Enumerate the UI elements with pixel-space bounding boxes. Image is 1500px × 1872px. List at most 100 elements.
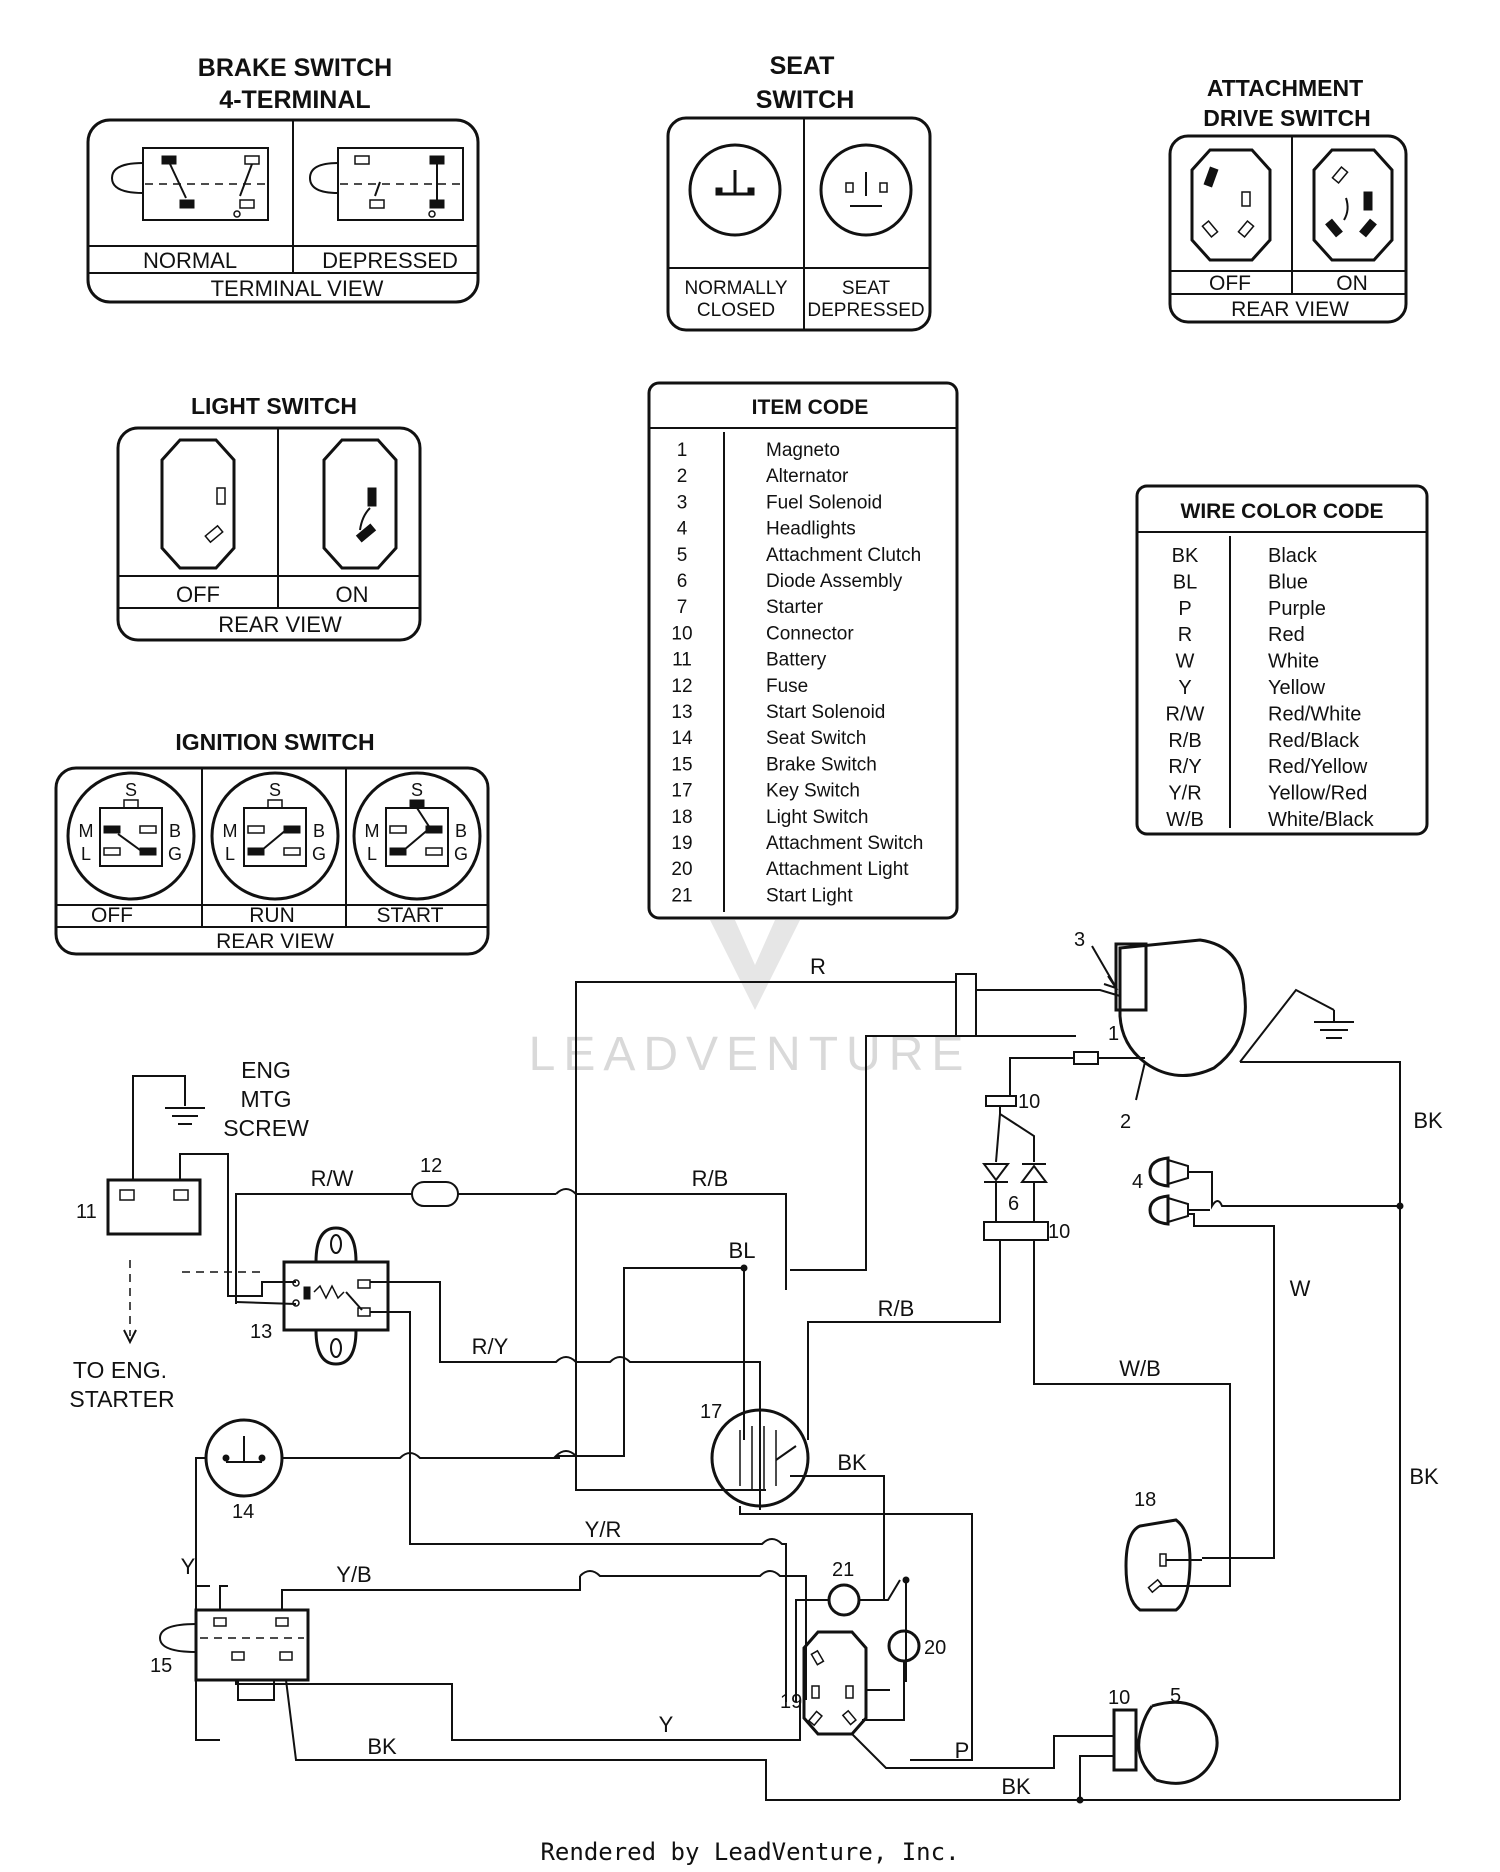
wire-color-code: R/B <box>1168 730 1201 752</box>
seat-switch-title: SEAT <box>770 52 835 80</box>
wire-bl: BL <box>729 1238 756 1263</box>
item-code-number: 12 <box>671 676 692 697</box>
item-code-number: 5 <box>677 545 688 566</box>
item-code-name: Attachment Clutch <box>766 545 921 566</box>
wire-color-name: White/Black <box>1268 809 1375 831</box>
engine-magneto <box>1091 938 1401 1800</box>
light-switch-18 <box>1124 1452 1231 1612</box>
item-code-number: 3 <box>677 492 688 513</box>
item-code-name: Seat Switch <box>766 728 866 749</box>
ign-start-l: L <box>367 844 377 864</box>
wire-color-code: W <box>1176 651 1195 673</box>
wire-color-code: Y <box>1178 677 1191 699</box>
item-code-name: Attachment Switch <box>766 833 923 854</box>
label-14: 14 <box>232 1501 254 1523</box>
wire-color-name: Red/White <box>1268 703 1361 725</box>
item-code-name: Start Light <box>766 885 853 906</box>
attachment-switch-subtitle: DRIVE SWITCH <box>1203 105 1370 131</box>
item-code-number: 6 <box>677 571 688 592</box>
ign-view-label: REAR VIEW <box>216 930 334 953</box>
to-eng-starter-2: STARTER <box>69 1386 174 1412</box>
wire-y-1: Y <box>181 1554 196 1579</box>
wire-rb-2: R/B <box>878 1296 915 1321</box>
attachment-switch-19 <box>802 1630 1112 1769</box>
wire-yr: Y/R <box>585 1517 622 1542</box>
item-code-number: 20 <box>671 859 692 880</box>
brake-switch-subtitle: 4-TERMINAL <box>219 86 370 114</box>
brake-view-label: TERMINAL VIEW <box>211 276 384 301</box>
eng-mtg-screw-2: MTG <box>240 1086 291 1112</box>
label-12: 12 <box>420 1155 442 1177</box>
item-code-name: Battery <box>766 650 827 671</box>
item-code-name: Starter <box>766 597 824 618</box>
item-code-number: 19 <box>671 833 692 854</box>
label-20: 20 <box>924 1637 946 1659</box>
ign-off-g: G <box>168 844 182 864</box>
wire-color-name: Purple <box>1268 598 1326 620</box>
wire-color-name: Red/Yellow <box>1268 756 1368 778</box>
wire-color-code: P <box>1178 598 1191 620</box>
item-code-name: Fuel Solenoid <box>766 492 882 513</box>
wire-color-title: WIRE COLOR CODE <box>1181 500 1384 523</box>
ign-start-g: G <box>454 844 468 864</box>
ign-run-b: B <box>313 821 325 841</box>
item-code-number: 14 <box>671 728 693 749</box>
label-21: 21 <box>832 1559 854 1581</box>
ign-off-b: B <box>169 821 181 841</box>
wire-color-name: Red <box>1268 624 1305 646</box>
item-code-title: ITEM CODE <box>752 396 869 419</box>
ignition-switch-panel: IGNITION SWITCH S M L B G S M L B G <box>54 729 490 956</box>
item-code-number: 4 <box>677 519 688 540</box>
wire-color-code: W/B <box>1166 809 1204 831</box>
brake-depressed-label: DEPRESSED <box>322 248 458 273</box>
label-19: 19 <box>780 1691 802 1713</box>
item-code-number: 15 <box>671 754 692 775</box>
attachment-switch-panel: ATTACHMENT DRIVE SWITCH OFF ON REAR VIEW <box>1168 75 1408 324</box>
item-code-number: 11 <box>672 650 692 671</box>
wire-ry: R/Y <box>472 1334 509 1359</box>
item-code-name: Brake Switch <box>766 754 877 775</box>
item-code-name: Start Solenoid <box>766 702 885 723</box>
battery <box>106 1120 262 1297</box>
wire-color-code: BL <box>1173 571 1197 593</box>
item-code-name: Attachment Light <box>766 859 909 880</box>
light-on-label: ON <box>336 582 369 607</box>
wire-color-code: BK <box>1172 545 1199 567</box>
label-11: 11 <box>76 1201 97 1223</box>
ign-run-l: L <box>225 844 235 864</box>
wire-bk-1: BK <box>1413 1108 1443 1133</box>
headlights <box>1148 1156 1404 1559</box>
ign-start-s: S <box>411 780 423 800</box>
item-code-name: Fuse <box>766 676 808 697</box>
ign-off-label: OFF <box>91 904 133 927</box>
wire-color-code: R/W <box>1166 703 1205 725</box>
ign-off-m: M <box>79 821 94 841</box>
item-code-name: Headlights <box>766 519 856 540</box>
wire-color-name: Blue <box>1268 571 1308 593</box>
wire-bk-2: BK <box>1409 1464 1439 1489</box>
wire-color-name: White <box>1268 651 1319 673</box>
label-10c: 10 <box>1108 1687 1130 1709</box>
wire-color-code: Y/R <box>1168 783 1201 805</box>
wire-rw: R/W <box>311 1166 354 1191</box>
eng-mtg-screw-3: SCREW <box>223 1115 309 1141</box>
wire-color-name: Red/Black <box>1268 730 1360 752</box>
label-4: 4 <box>1132 1171 1143 1193</box>
item-code-number: 18 <box>671 807 692 828</box>
watermark: LEADVENTURE <box>529 920 963 1081</box>
brake-switch-title: BRAKE SWITCH <box>198 54 392 82</box>
ign-off-s: S <box>125 780 137 800</box>
light-off-label: OFF <box>176 582 220 607</box>
item-code-number: 1 <box>677 440 688 461</box>
wire-color-code: R/Y <box>1168 756 1201 778</box>
seat-switch-panel: SEAT SWITCH NORMALLY CLOSED SEAT DEPRESS… <box>666 52 932 332</box>
seat-depressed-label: DEPRESSED <box>807 300 924 321</box>
wire-color-code: R <box>1178 624 1192 646</box>
diode-assembly <box>807 1095 1231 1452</box>
attachment-light-20 <box>862 1629 921 1721</box>
label-5: 5 <box>1170 1685 1181 1707</box>
label-3: 3 <box>1074 929 1085 951</box>
